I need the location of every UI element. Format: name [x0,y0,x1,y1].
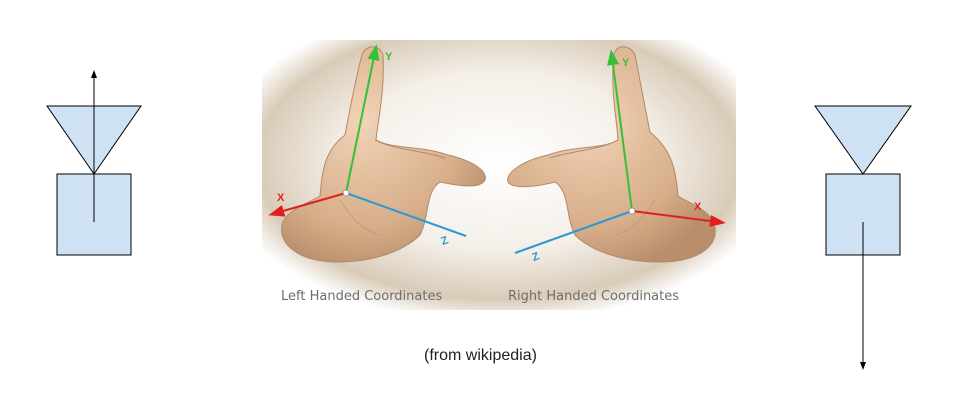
right-z-label: Z [531,250,542,264]
right-y-label: Y [622,57,630,69]
right-z-axis [514,210,633,254]
left-y-axis [345,44,380,194]
right-x-axis [631,210,726,227]
left-z-axis [345,192,467,237]
left-handed-label: Left Handed Coordinates [281,289,443,304]
right-hand [507,46,716,263]
right-axes: Y X Z [514,49,726,264]
left-axes: Y X Z [268,44,467,248]
right-handed-label: Right Handed Coordinates [508,289,680,304]
left-x-axis [268,192,347,217]
left-z-label: Z [440,234,451,248]
left-hand [281,46,486,263]
left-x-label: X [277,192,285,204]
left-y-label: Y [385,51,393,63]
right-triangle [814,105,912,175]
hands-photo: Y X Z Y X Z [262,40,736,310]
left-camera-diagram [46,70,142,256]
source-caption: (from wikipedia) [424,347,537,364]
right-x-label: X [694,201,702,213]
right-origin [628,207,636,215]
left-origin [342,189,350,197]
right-y-axis [607,49,633,212]
right-camera-diagram [814,105,912,370]
